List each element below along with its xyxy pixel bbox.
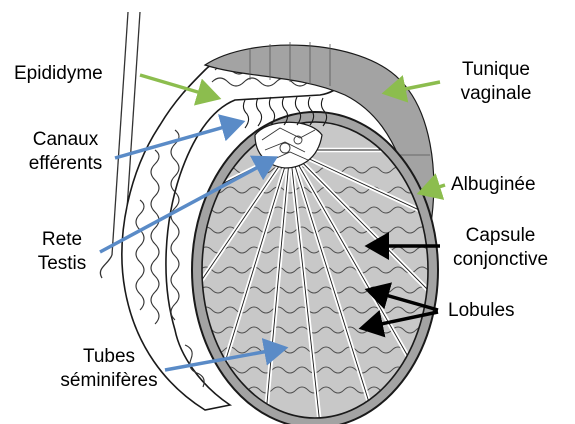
label-tunique-vaginale-line2: vaginale <box>460 83 532 104</box>
arrow-tubes-seminiferes <box>164 338 289 372</box>
label-canaux-efferents-line2: efférents <box>28 153 103 174</box>
label-rete-testis-line1: Rete <box>41 229 83 250</box>
arrow-lobules-1 <box>364 282 439 312</box>
label-rete-testis: Rete Testis <box>22 228 102 276</box>
label-tubes-seminiferes-line2: séminifères <box>60 370 158 391</box>
label-capsule-conjonctive-line2: conjonctive <box>452 249 549 270</box>
label-lobules: Lobules <box>448 300 515 321</box>
arrow-canaux-efferents <box>114 114 246 160</box>
label-tubes-seminiferes-line1: Tubes <box>82 346 136 367</box>
label-tunique-vaginale-line1: Tunique <box>462 59 530 80</box>
arrow-rete-testis <box>99 155 279 254</box>
label-canaux-efferents: Canaux efférents <box>8 128 123 176</box>
label-capsule-conjonctive: Capsule conjonctive <box>438 224 563 272</box>
label-tunique-vaginale: Tunique vaginale <box>446 58 546 106</box>
efferent-ducts <box>242 96 328 129</box>
label-tubes-seminiferes: Tubes séminifères <box>50 345 168 393</box>
label-canaux-efferents-line1: Canaux <box>32 129 99 150</box>
arrow-tunique-vaginale <box>381 75 441 103</box>
arrow-epididyme <box>139 73 222 106</box>
arrow-albuginee <box>416 173 446 200</box>
label-albuginee: Albuginée <box>451 174 536 195</box>
label-capsule-conjonctive-line1: Capsule <box>465 225 536 246</box>
label-rete-testis-line2: Testis <box>37 253 87 274</box>
arrow-lobules-2 <box>358 309 439 338</box>
label-arrows <box>99 73 446 372</box>
label-epididyme: Epididyme <box>14 63 103 84</box>
